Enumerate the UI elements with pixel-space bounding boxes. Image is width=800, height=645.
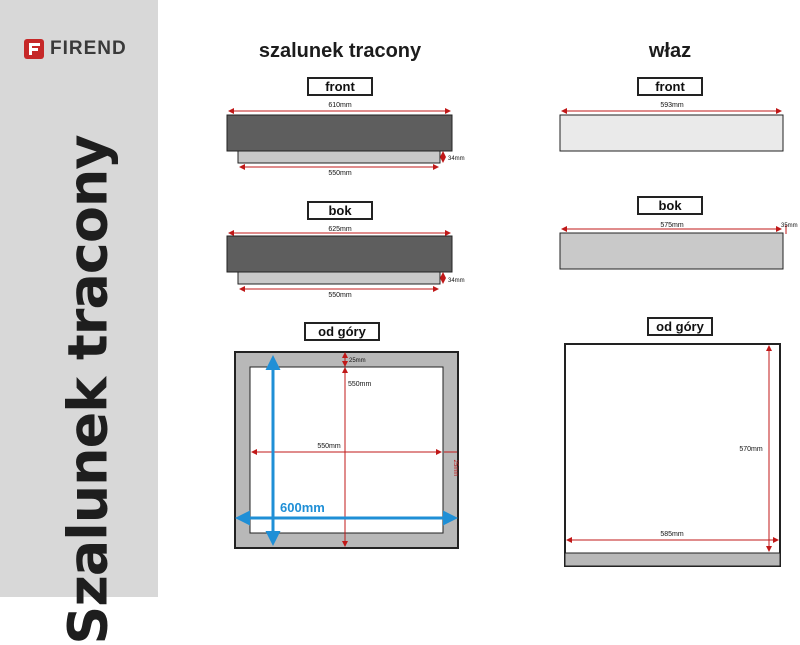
left-front-bottom-dim: 550mm <box>328 170 352 177</box>
right-top-width-dim: 585mm <box>660 531 684 538</box>
left-bok-drawing: 625mm 550mm 34mm <box>226 226 465 299</box>
right-top-height-dim: 570mm <box>739 446 763 453</box>
right-top-view-label: od góry <box>647 317 713 336</box>
right-bok-label: bok <box>637 196 703 215</box>
right-top-view-drawing: 570mm 585mm <box>564 343 781 567</box>
left-top-view-label: od góry <box>304 322 380 341</box>
left-bok-height-dim: 34mm <box>448 278 465 284</box>
left-bok-top-dim: 625mm <box>328 226 352 233</box>
right-bok-width-dim: 575mm <box>660 222 684 229</box>
left-column-heading: szalunek tracony <box>258 40 422 62</box>
left-bok-label: bok <box>307 201 373 220</box>
brand-name: FIREND <box>50 38 127 59</box>
right-bok-drawing: 575mm 35mm <box>559 222 798 270</box>
left-front-top-dim: 610mm <box>328 102 352 109</box>
left-top-inner-w-dim: 550mm <box>317 443 341 450</box>
right-front-label: front <box>637 77 703 96</box>
firend-logo-icon <box>24 39 44 59</box>
right-column-heading: właz <box>648 40 692 62</box>
right-bok-height-dim: 35mm <box>781 223 798 229</box>
left-top-frame-dim: 25mm <box>349 358 366 364</box>
right-front-drawing: 593mm <box>559 102 784 152</box>
left-front-height-dim: 34mm <box>448 156 465 162</box>
brand-logo: FIREND <box>24 38 127 60</box>
left-front-drawing: 610mm 550mm 34mm <box>226 102 465 177</box>
right-front-width-dim: 593mm <box>660 102 684 109</box>
sidebar: FIREND Szalunek tracony <box>0 0 158 645</box>
left-top-side-dim: 25mm <box>452 460 458 477</box>
left-bok-bottom-dim: 550mm <box>328 292 352 299</box>
left-front-label: front <box>307 77 373 96</box>
technical-drawing: 610mm 550mm 34mm 625mm 550mm 34mm 25mm 5… <box>226 102 798 567</box>
left-top-inner-h-dim: 550mm <box>348 381 372 388</box>
left-top-overall-dim: 600mm <box>280 500 325 515</box>
left-top-view-drawing: 25mm 550mm 550mm 25mm 600mm <box>234 351 459 549</box>
